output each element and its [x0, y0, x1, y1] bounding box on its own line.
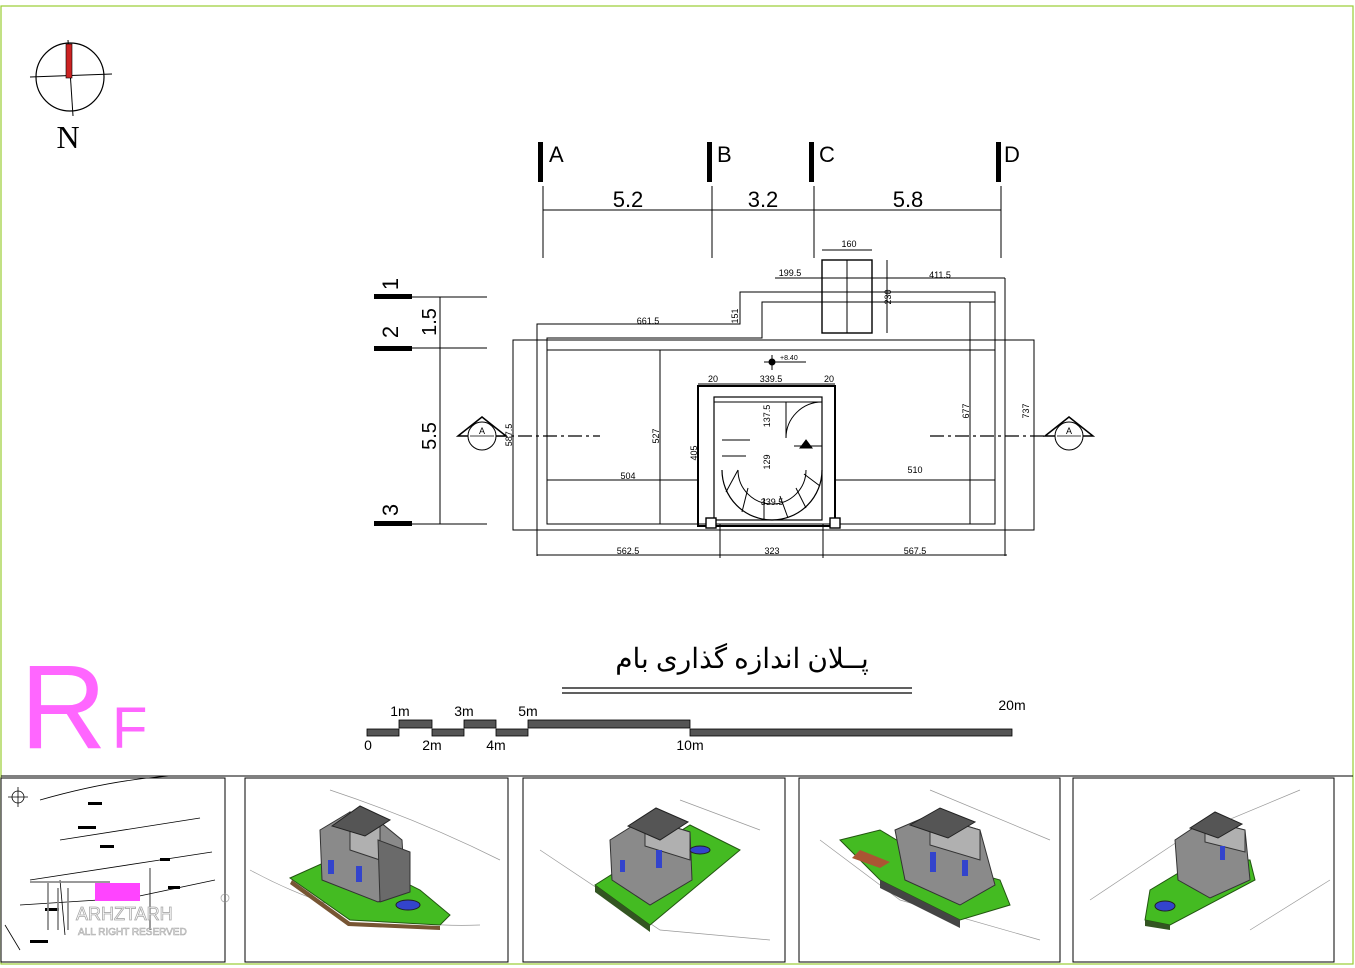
spacing-bc: 3.2: [748, 187, 779, 212]
dim-504: 504: [620, 471, 635, 481]
dim-151: 151: [730, 308, 740, 323]
watermark: ARHZTARH ALL RIGHT RESERVED: [30, 881, 230, 938]
axis-label-2: 2: [378, 326, 403, 338]
dim-562-5: 562.5: [617, 546, 640, 556]
axis-label-3: 3: [378, 504, 403, 516]
section-marker-right-icon: A: [1042, 416, 1096, 451]
scale-label-0: 0: [364, 737, 372, 753]
dim-405: 405: [689, 445, 699, 460]
dim-587-5: 587.5: [504, 424, 514, 447]
dim-339-5-bottom: 339.5: [761, 497, 784, 507]
scale-label-1m: 1m: [390, 703, 409, 719]
axis-label-c: C: [819, 142, 835, 167]
watermark-logo-icon: [30, 881, 110, 930]
dim-527: 527: [651, 428, 661, 443]
dim-661-5: 661.5: [637, 316, 660, 326]
site-plan-thumbnail: [0, 775, 226, 963]
scale-label-20m: 20m: [998, 697, 1025, 713]
dim-160: 160: [841, 239, 856, 249]
axis-label-1: 1: [378, 278, 403, 290]
dim-339-5-top: 339.5: [760, 374, 783, 384]
section-marker-left-icon: A: [455, 416, 509, 451]
section-marker-label: A: [479, 426, 485, 436]
sheet-code-small: F: [112, 696, 147, 761]
roof-plan: [512, 249, 1035, 558]
watermark-brand: ARHZTARH: [76, 904, 173, 924]
sheet-border: [0, 5, 1354, 965]
dim-411-5: 411.5: [929, 270, 951, 280]
dim-20-right: 20: [824, 374, 834, 384]
dim-323: 323: [764, 546, 779, 556]
spacing-cd: 5.8: [893, 187, 924, 212]
dim-737: 737: [1021, 403, 1031, 418]
dim-elevation: +8.40: [780, 355, 798, 362]
axis-label-a: A: [549, 142, 564, 167]
view-3d-thumbnail-3: [798, 777, 1061, 963]
spacing-12: 1.5: [419, 308, 441, 336]
dim-230: 230: [883, 289, 893, 304]
dim-510: 510: [907, 465, 922, 475]
scale-bar: [366, 719, 1013, 737]
dim-137-5: 137.5: [762, 405, 772, 428]
view-3d-thumbnail-4: [1072, 777, 1335, 963]
dim-199-5: 199.5: [779, 268, 802, 278]
scale-label-10m: 10m: [676, 737, 703, 753]
scale-label-2m: 2m: [422, 737, 441, 753]
dim-20-left: 20: [708, 374, 718, 384]
scale-label-4m: 4m: [486, 737, 505, 753]
row-axes: [374, 294, 487, 526]
elevation-marker-icon: [768, 358, 776, 366]
spacing-23: 5.5: [419, 422, 441, 450]
view-3d-thumbnail-2: [522, 777, 786, 963]
scale-label-3m: 3m: [454, 703, 473, 719]
scale-label-5m: 5m: [518, 703, 537, 719]
section-marker-label: A: [1066, 426, 1072, 436]
north-label: N: [56, 119, 79, 155]
dim-677: 677: [961, 403, 971, 418]
north-arrow-icon: N: [29, 39, 113, 155]
view-3d-thumbnail-1: [244, 777, 509, 963]
dim-567-5: 567.5: [904, 546, 927, 556]
column-axes: [538, 142, 1002, 258]
dim-129: 129: [762, 454, 772, 469]
sheet-code-big: R: [20, 640, 107, 774]
spacing-ab: 5.2: [613, 187, 644, 212]
plan-title: پــلان اندازه گذاری بام: [615, 642, 869, 675]
axis-label-b: B: [717, 142, 732, 167]
watermark-rights: ALL RIGHT RESERVED: [78, 927, 187, 938]
axis-label-d: D: [1004, 142, 1020, 167]
